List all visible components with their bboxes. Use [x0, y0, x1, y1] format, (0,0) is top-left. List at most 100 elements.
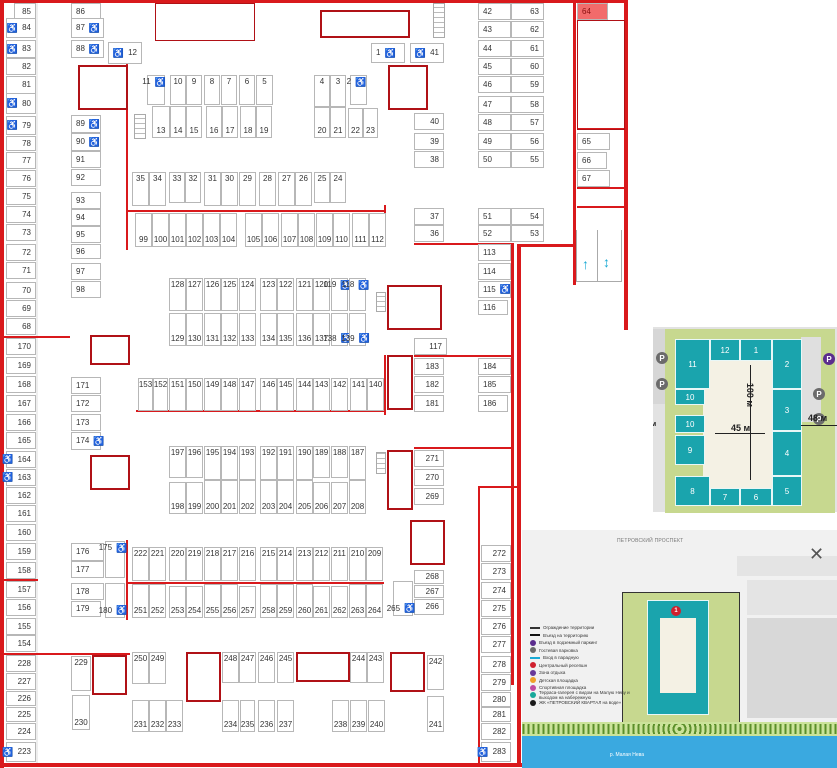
parking-spot-68[interactable]: 68 — [6, 318, 36, 335]
building-section-8[interactable]: 8 — [675, 476, 710, 506]
parking-spot-223[interactable]: ♿223 — [2, 742, 36, 762]
parking-spot-197[interactable]: 197 — [169, 446, 186, 478]
parking-spot-129[interactable]: 129 — [169, 313, 186, 346]
parking-spot-200[interactable]: 200 — [204, 480, 221, 514]
parking-spot-149[interactable]: 149 — [204, 378, 221, 411]
parking-spot-134[interactable]: 134 — [260, 313, 277, 346]
parking-spot-187[interactable]: 187 — [349, 446, 366, 480]
parking-spot-130[interactable]: 130 — [186, 313, 203, 346]
parking-spot-88[interactable]: 88♿ — [71, 40, 104, 58]
parking-spot-31[interactable]: 31 — [204, 172, 221, 206]
parking-spot-206[interactable]: 206 — [313, 482, 330, 514]
parking-spot-98[interactable]: 98 — [71, 281, 101, 298]
parking-spot-108[interactable]: 108 — [298, 213, 315, 247]
parking-spot-75[interactable]: 75 — [6, 188, 36, 205]
parking-spot-135[interactable]: 135 — [277, 313, 294, 346]
parking-spot-193[interactable]: 193 — [239, 446, 256, 480]
parking-spot-147[interactable]: 147 — [239, 378, 256, 411]
building-section-6[interactable]: 6 — [740, 488, 772, 506]
parking-spot-241[interactable]: 241 — [427, 696, 444, 732]
parking-spot-190[interactable]: 190 — [296, 446, 313, 480]
parking-spot-154[interactable]: 154 — [6, 635, 36, 652]
parking-spot-67[interactable]: 67 — [577, 170, 610, 187]
parking-spot-207[interactable]: 207 — [331, 482, 348, 514]
parking-spot-10[interactable]: 10 — [170, 75, 186, 105]
parking-spot-104[interactable]: 104 — [220, 213, 237, 247]
parking-spot-252[interactable]: 252 — [149, 584, 166, 618]
parking-spot-264[interactable]: 264 — [366, 584, 383, 618]
parking-spot-5[interactable]: 5 — [256, 75, 273, 105]
parking-spot-232[interactable]: 232 — [149, 700, 166, 732]
parking-spot-16[interactable]: 16 — [206, 106, 222, 138]
parking-spot-283[interactable]: ♿283 — [477, 742, 511, 762]
parking-spot-25[interactable]: 25 — [314, 172, 330, 203]
parking-spot-57[interactable]: 57 — [511, 114, 544, 131]
parking-spot-245[interactable]: 245 — [277, 652, 294, 683]
parking-spot-237[interactable]: 237 — [277, 700, 294, 732]
parking-spot-99[interactable]: 99 — [135, 213, 152, 247]
parking-spot-61[interactable]: 61 — [511, 40, 544, 57]
parking-spot-225[interactable]: 225 — [6, 707, 36, 722]
parking-spot-40[interactable]: 40 — [414, 113, 444, 130]
parking-spot-19[interactable]: 19 — [256, 106, 272, 138]
parking-spot-203[interactable]: 203 — [260, 480, 277, 514]
parking-spot-282[interactable]: 282 — [481, 723, 511, 740]
parking-spot-123[interactable]: 123 — [260, 278, 277, 311]
parking-spot-113[interactable]: 113 — [478, 244, 511, 261]
parking-spot-242[interactable]: 242 — [427, 655, 444, 690]
parking-spot-35[interactable]: 35 — [132, 172, 149, 206]
parking-spot-150[interactable]: 150 — [186, 378, 203, 411]
parking-spot-262[interactable]: 262 — [331, 586, 348, 618]
building-section-11[interactable]: 11 — [675, 339, 710, 389]
parking-spot-14[interactable]: 14 — [170, 106, 186, 138]
parking-spot-45[interactable]: 45 — [478, 58, 511, 75]
parking-spot-260[interactable]: 260 — [296, 584, 313, 618]
parking-spot-215[interactable]: 215 — [260, 547, 277, 581]
parking-spot-11[interactable]: 11♿ — [142, 75, 166, 105]
parking-spot-8[interactable]: 8 — [204, 75, 220, 105]
parking-spot-41[interactable]: ♿41 — [410, 43, 444, 63]
parking-spot-140[interactable]: 140 — [367, 378, 384, 411]
parking-spot-229[interactable]: 229 — [71, 656, 91, 691]
building-section-5[interactable]: 5 — [772, 476, 802, 506]
parking-spot-281[interactable]: 281 — [481, 707, 511, 722]
parking-spot-106[interactable]: 106 — [262, 213, 279, 247]
parking-spot-228[interactable]: 228 — [6, 655, 36, 672]
parking-spot-265[interactable]: 265♿ — [387, 581, 415, 616]
parking-spot-42[interactable]: 42 — [478, 3, 511, 20]
parking-spot-7[interactable]: 7 — [221, 75, 237, 105]
parking-spot-221[interactable]: 221 — [149, 547, 166, 581]
parking-spot-209[interactable]: 209 — [366, 547, 383, 581]
parking-spot-157[interactable]: 157 — [6, 581, 36, 598]
parking-spot-47[interactable]: 47 — [478, 96, 511, 113]
building-section-2[interactable]: 2 — [772, 339, 802, 389]
parking-spot-101[interactable]: 101 — [169, 213, 186, 247]
parking-spot-174[interactable]: 174♿ — [71, 432, 105, 450]
parking-spot-91[interactable]: 91 — [71, 151, 101, 168]
parking-spot-92[interactable]: 92 — [71, 169, 101, 186]
parking-spot-18[interactable]: 18 — [240, 106, 256, 138]
parking-spot-50[interactable]: 50 — [478, 151, 511, 168]
parking-spot-231[interactable]: 231 — [132, 700, 149, 732]
parking-spot-173[interactable]: 173 — [71, 414, 101, 431]
parking-spot-164[interactable]: ♿164 — [2, 451, 36, 468]
parking-spot-249[interactable]: 249 — [149, 652, 166, 684]
parking-spot-32[interactable]: 32 — [185, 172, 201, 203]
parking-spot-128[interactable]: 128 — [169, 278, 186, 311]
parking-spot-38[interactable]: 38 — [414, 151, 444, 168]
parking-spot-105[interactable]: 105 — [245, 213, 262, 247]
parking-spot-170[interactable]: 170 — [6, 338, 36, 355]
parking-spot-217[interactable]: 217 — [221, 547, 238, 581]
parking-spot-165[interactable]: 165 — [6, 432, 36, 449]
parking-spot-183[interactable]: 183 — [414, 358, 444, 375]
parking-spot-153[interactable]: 153 — [138, 378, 153, 411]
parking-spot-177[interactable]: 177 — [71, 561, 104, 578]
parking-spot-160[interactable]: 160 — [6, 524, 36, 541]
parking-spot-268[interactable]: 268 — [414, 570, 444, 584]
parking-spot-115[interactable]: 115♿ — [478, 281, 511, 298]
building-section-4[interactable]: 4 — [772, 431, 802, 476]
parking-spot-168[interactable]: 168 — [6, 376, 36, 393]
parking-spot-133[interactable]: 133 — [239, 313, 256, 346]
parking-spot-15[interactable]: 15 — [186, 106, 202, 138]
parking-spot-79[interactable]: ♿79 — [6, 116, 36, 135]
